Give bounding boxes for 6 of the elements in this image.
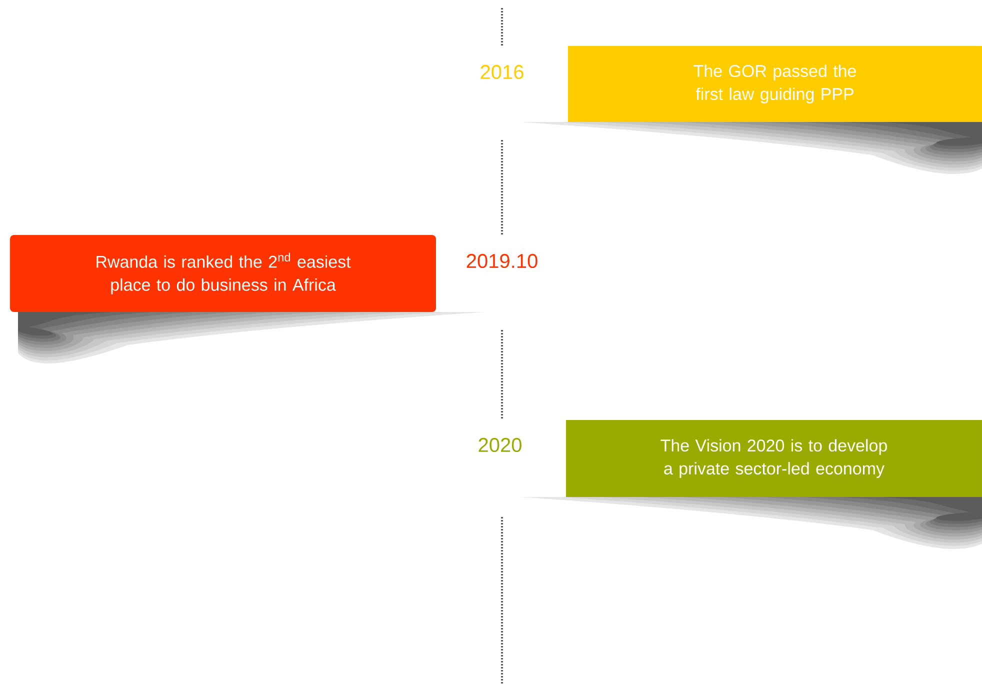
event-box: The GOR passed the first law guiding PPP: [568, 46, 982, 122]
year-label: 2020: [478, 438, 522, 452]
event-box: The Vision 2020 is to develop a private sector-led economy: [566, 420, 982, 497]
year-label: 2016: [480, 64, 524, 80]
event-box: Rwanda is ranked the 2$^{nd}$ easiest place to do business in Africa: [10, 234, 436, 312]
year-label: 2019.10: [466, 254, 538, 268]
